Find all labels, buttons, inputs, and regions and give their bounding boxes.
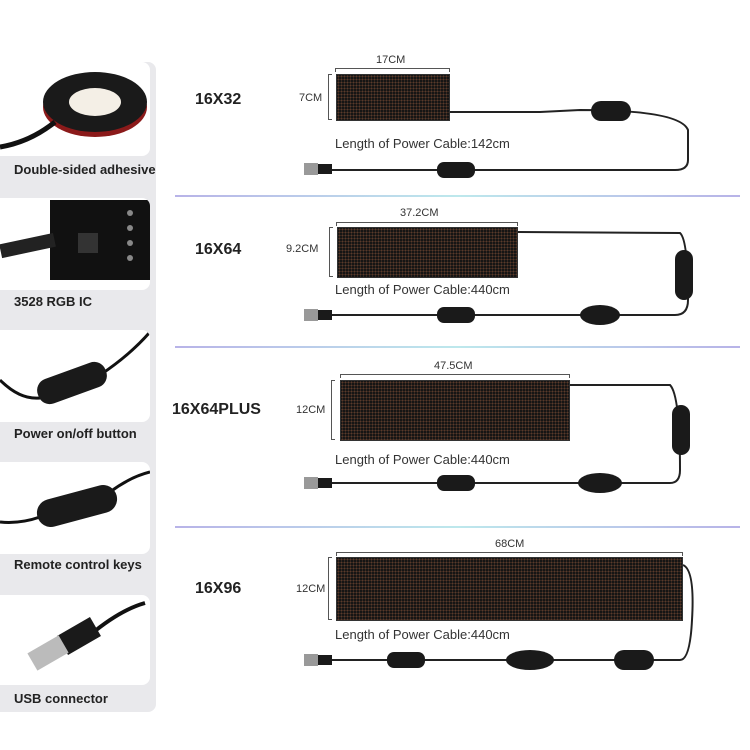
usb-plug-icon xyxy=(0,595,150,685)
cable-length: Length of Power Cable:440cm xyxy=(335,282,510,297)
power-switch-icon xyxy=(0,330,150,422)
height-bracket xyxy=(329,227,333,277)
divider xyxy=(175,526,740,528)
width-dimension: 37.2CM xyxy=(400,207,439,219)
width-bracket xyxy=(336,222,518,226)
height-dimension: 9.2CM xyxy=(286,243,319,255)
width-dimension: 47.5CM xyxy=(434,360,473,372)
width-bracket xyxy=(336,552,683,556)
width-bracket xyxy=(335,68,450,72)
remote-control-icon xyxy=(0,462,150,554)
height-bracket xyxy=(328,74,332,120)
width-dimension: 68CM xyxy=(495,538,525,550)
model-name: 16X64PLUS xyxy=(172,401,261,418)
height-dimension: 7CM xyxy=(299,92,323,104)
feature-label: 3528 RGB IC xyxy=(14,294,93,309)
feature-label: USB connector xyxy=(14,691,108,706)
height-dimension: 12CM xyxy=(296,404,326,416)
cable-length: Length of Power Cable:440cm xyxy=(335,452,510,467)
width-bracket xyxy=(340,374,570,378)
tape-roll-icon xyxy=(0,62,150,156)
model-name: 16X32 xyxy=(195,91,242,108)
circuit-board-icon xyxy=(0,198,150,290)
width-dimension: 17CM xyxy=(376,54,406,66)
model-name: 16X64 xyxy=(195,241,242,258)
led-panel xyxy=(337,227,518,278)
divider xyxy=(175,346,740,348)
height-dimension: 12CM xyxy=(296,583,326,595)
feature-label: Remote control keys xyxy=(14,557,142,572)
cable-length: Length of Power Cable:440cm xyxy=(335,627,510,642)
cable-length: Length of Power Cable:142cm xyxy=(335,136,510,151)
height-bracket xyxy=(331,380,335,440)
divider xyxy=(175,195,740,197)
led-panel xyxy=(340,380,570,441)
feature-label: Power on/off button xyxy=(14,426,137,441)
feature-label: Double-sided adhesive xyxy=(14,162,156,177)
model-name: 16X96 xyxy=(195,580,242,597)
led-panel xyxy=(336,557,683,621)
led-panel xyxy=(336,74,450,121)
height-bracket xyxy=(328,557,332,620)
